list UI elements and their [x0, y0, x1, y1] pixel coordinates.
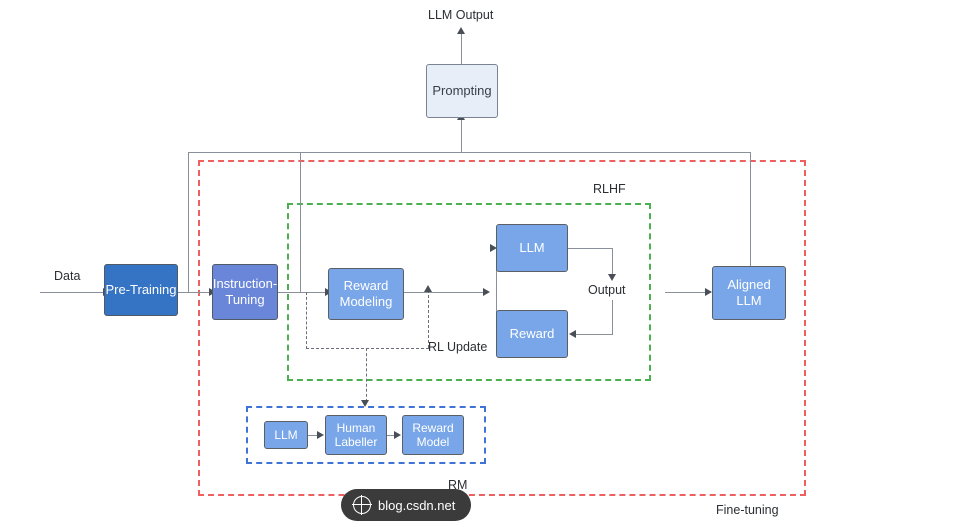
output-down-line-a [612, 248, 613, 276]
output-arrowhead [607, 274, 616, 281]
prompting-riser [461, 118, 462, 152]
bus-drop-right [750, 152, 751, 266]
node-rm-human-labeller[interactable]: Human Labeller [325, 415, 387, 455]
watermark-badge: blog.csdn.net [341, 489, 472, 521]
rl-update-arrowhead [423, 285, 432, 292]
globe-icon [352, 495, 372, 515]
rl-update-vertical [428, 290, 429, 348]
label-fine-tuning: Fine-tuning [716, 503, 779, 517]
rm-frame [246, 406, 486, 464]
reward-modeling-to-split-line [404, 292, 486, 293]
reward-modeling-to-split-arrowhead [483, 287, 490, 296]
rm-labeller-to-model-line [387, 435, 396, 436]
node-reward[interactable]: Reward [496, 310, 568, 358]
node-pre-training[interactable]: Pre-Training [104, 264, 178, 316]
llm-to-output-line [568, 248, 613, 249]
label-rlhf: RLHF [593, 182, 626, 196]
pretraining-to-instruction-line [177, 292, 212, 293]
watermark-text: blog.csdn.net [378, 497, 456, 513]
node-instruction-tuning[interactable]: Instruction- Tuning [212, 264, 278, 320]
label-output: Output [588, 283, 626, 297]
label-rl-update: RL Update [428, 340, 488, 354]
node-reward-modeling[interactable]: Reward Modeling [328, 268, 404, 320]
llm-output-line [461, 32, 462, 64]
rl-split-vertical [496, 248, 497, 344]
instruction-to-reward-modeling-line [278, 292, 328, 293]
label-llm-output: LLM Output [428, 8, 494, 22]
node-rm-reward-model[interactable]: Reward Model [402, 415, 464, 455]
to-aligned-llm-arrowhead [705, 287, 712, 296]
rm-llm-to-labeller-arrowhead [317, 430, 324, 439]
output-to-reward-arrowhead [569, 329, 576, 338]
reward-modeling-to-rm-arrowhead [361, 400, 369, 407]
to-aligned-llm-line [665, 292, 707, 293]
node-rm-llm[interactable]: LLM [264, 421, 308, 449]
bus-drop-left [188, 152, 189, 292]
llm-output-arrowhead [456, 27, 465, 34]
rl-update-left-riser [306, 292, 307, 349]
bus-horizontal [188, 152, 751, 153]
fine-tuning-frame [198, 160, 806, 496]
split-to-llm-arrowhead [490, 243, 497, 252]
node-aligned-llm[interactable]: Aligned LLM [712, 266, 786, 320]
output-to-reward-line [575, 334, 613, 335]
output-down-line-b [612, 300, 613, 334]
rm-llm-to-labeller-line [308, 435, 319, 436]
rl-update-horizontal [306, 348, 429, 349]
node-llm[interactable]: LLM [496, 224, 568, 272]
reward-modeling-to-rm-line [366, 348, 367, 402]
label-data: Data [54, 269, 81, 283]
rm-labeller-to-model-arrowhead [394, 430, 401, 439]
node-prompting[interactable]: Prompting [426, 64, 498, 118]
bus-drop-mid [300, 152, 301, 293]
data-to-pretraining-line [40, 292, 104, 293]
label-rm: RM [448, 478, 468, 492]
